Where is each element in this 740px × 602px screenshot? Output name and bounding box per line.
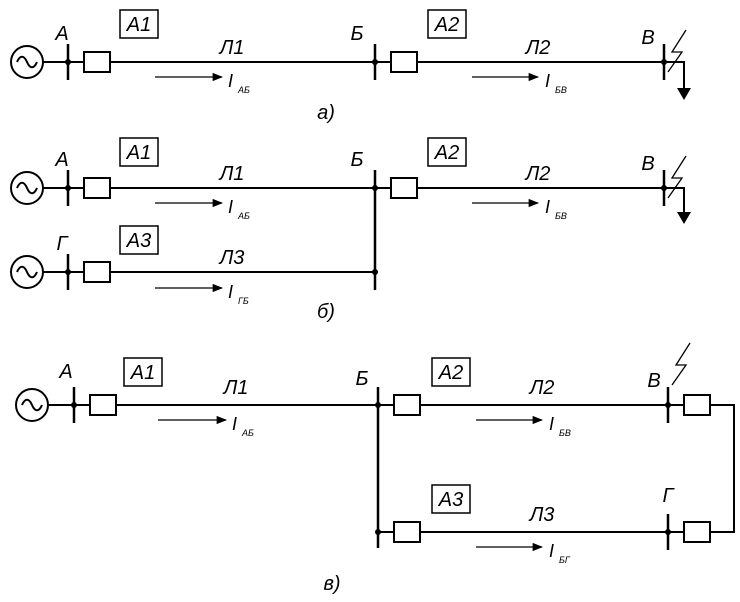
relay-a2-box <box>427 9 467 39</box>
breaker-icon <box>390 177 418 199</box>
current-ibv-sub: БВ <box>559 428 571 438</box>
relay-a2-box <box>431 357 471 387</box>
current-iab-sub: АБ <box>241 428 254 438</box>
current-ibg-sub: БГ <box>559 555 571 565</box>
line-l2-label: Л2 <box>524 163 551 185</box>
relay-a3-box <box>431 484 471 514</box>
current-ibv-sub: БВ <box>555 85 567 95</box>
scheme-b: А1 А2 А3 А Б В Г Л1 Л2 Л3 I АБ I БВ I ГБ… <box>10 137 691 323</box>
relay-a2-label: А2 <box>438 362 463 384</box>
breaker-icon <box>83 177 111 199</box>
current-iab-main: I <box>228 197 233 217</box>
breaker-icon <box>89 394 117 416</box>
relay-a1-label: А1 <box>126 14 151 36</box>
current-ibg-main: I <box>549 541 554 561</box>
breaker-icon <box>83 261 111 283</box>
relay-a2-box <box>427 137 467 167</box>
generator-icon <box>10 171 44 205</box>
breaker-icon <box>390 51 418 73</box>
breaker-icon <box>683 394 711 416</box>
relay-a3-box <box>119 225 159 255</box>
bus-g-label: Г <box>57 233 70 255</box>
line-l3-label: Л3 <box>218 247 245 269</box>
relay-a3-label: А3 <box>438 489 463 511</box>
scheme-c: А1 А2 А3 А Б В Г Л1 Л2 Л3 I АБ I БВ I БГ… <box>15 342 735 595</box>
current-iab-sub: АБ <box>237 85 250 95</box>
bus-b-label: Б <box>350 149 363 171</box>
line-l2-label: Л2 <box>528 377 555 399</box>
relay-a1-label: А1 <box>126 142 151 164</box>
current-igb-sub: ГБ <box>238 296 249 306</box>
bus-a-label: А <box>58 361 72 383</box>
generator-icon <box>10 45 44 79</box>
current-igb-main: I <box>228 282 233 302</box>
line-l1-label: Л1 <box>218 163 245 185</box>
line-l2-label: Л2 <box>524 37 551 59</box>
current-ibv-main: I <box>545 197 550 217</box>
line-l1-label: Л1 <box>222 377 249 399</box>
breaker-icon <box>393 521 421 543</box>
current-iab-main: I <box>232 414 237 434</box>
generator-icon <box>15 388 49 422</box>
relay-a3-label: А3 <box>126 230 151 252</box>
generator-icon <box>10 255 44 289</box>
current-ibv-main: I <box>545 71 550 91</box>
line-l1-label: Л1 <box>218 37 245 59</box>
bus-a-label: А <box>54 23 68 45</box>
breaker-icon <box>683 521 711 543</box>
breaker-icon <box>393 394 421 416</box>
current-iab-sub: АБ <box>237 211 250 221</box>
scheme-a: А1 А2 А Б В Л1 Л2 I АБ I БВ а) <box>10 9 691 124</box>
bus-v-label: В <box>641 153 654 175</box>
relay-a1-label: А1 <box>130 362 155 384</box>
current-ibv-main: I <box>549 414 554 434</box>
earth-arrow-icon <box>677 88 691 100</box>
bus-b-label: Б <box>355 368 368 390</box>
bus-v-label: В <box>647 370 660 392</box>
bus-v-label: В <box>641 27 654 49</box>
bus-g-label: Г <box>663 485 676 507</box>
breaker-icon <box>83 51 111 73</box>
current-iab-main: I <box>228 71 233 91</box>
relay-a1-box <box>119 9 159 39</box>
bus-b-label: Б <box>350 23 363 45</box>
earth-arrow-icon <box>677 212 691 224</box>
lightning-fault-icon <box>671 342 691 386</box>
caption-c: в) <box>323 573 340 595</box>
caption-b: б) <box>317 301 335 323</box>
relay-a2-label: А2 <box>434 14 459 36</box>
relay-a2-label: А2 <box>434 142 459 164</box>
relay-a1-box <box>119 137 159 167</box>
bus-a-label: А <box>54 149 68 171</box>
relay-a1-box <box>123 357 163 387</box>
ring-link <box>710 404 735 533</box>
current-ibv-sub: БВ <box>555 211 567 221</box>
caption-a: а) <box>317 102 335 124</box>
line-l3-label: Л3 <box>528 504 555 526</box>
